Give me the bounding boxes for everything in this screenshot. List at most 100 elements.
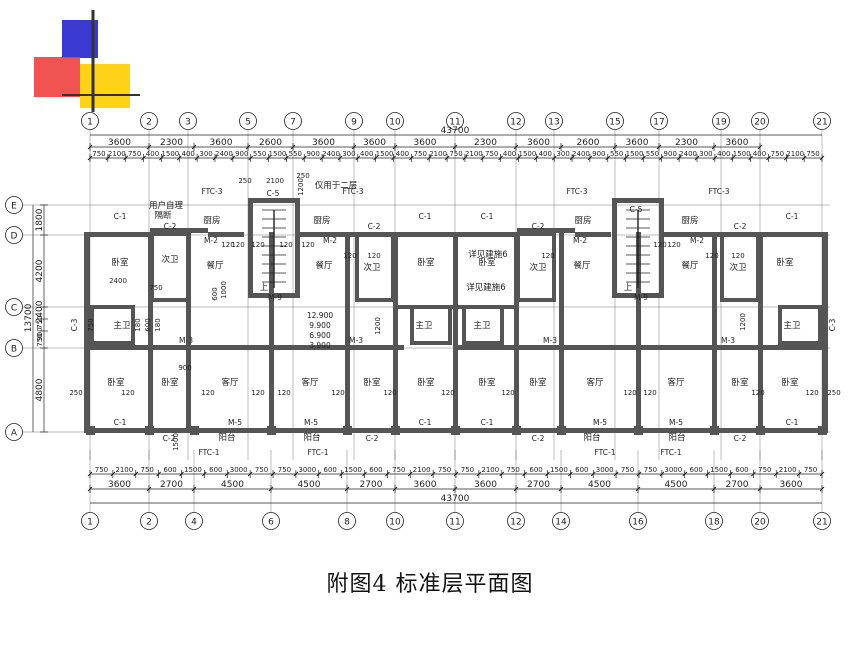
wall-north-7 [455,232,517,237]
misc-dim-2: 2100 [266,177,284,185]
dim-top-row1-value: 3600 [363,138,386,148]
dim-top-row2-value: 2400 [215,150,233,158]
axis-left-B-circle [5,339,23,357]
dim-top-row1-slash [146,144,152,150]
axis-left-E-label: E [11,202,17,212]
stair-right-top [612,198,664,203]
dim-top-row2-value: 300 [342,150,355,158]
dim-bottom-row1-slash [635,486,641,492]
dim-bottom-row2-slash [202,471,207,477]
dim-bottom-row2-value: 600 [735,466,748,474]
dim-bottom-row2-value: 750 [804,466,817,474]
dim-bottom-row1-value: 2700 [360,480,383,490]
dim-bottom-row2-slash [362,471,367,477]
bath-block-4-top [720,232,760,236]
misc-dim-1: 250 [296,172,309,180]
dim-top-row2-value: 550 [646,150,659,158]
dim-bottom-row1-slash [711,486,717,492]
dim-bottom-row2-slash [636,471,642,477]
code-C-3-13: C-3 [828,318,837,331]
misc-dim-15: 120 [805,389,818,397]
code-M-2-18: M-2 [573,236,587,245]
room-label-9: 卧室 [529,377,547,388]
dim-bottom-total: 43700 [441,494,470,504]
dim-bottom-row2-slash [316,471,322,477]
dim-bottom-row2-slash [179,471,184,477]
dim-bottom-row2-slash [499,471,505,477]
dim-top-row2-slash [623,155,628,161]
code-C-2-6: C-2 [532,222,545,231]
bath-main-1-left [410,305,414,345]
stair-right-left [612,198,617,298]
axis-top-9-label: 9 [351,118,357,128]
dim-top-row1-value: 2300 [675,138,698,148]
code-C-2-9: C-2 [366,434,379,443]
misc-dim-9: 120 [383,389,396,397]
dim-bottom-row1-value: 4500 [298,480,321,490]
bath-main-left-right [131,305,135,345]
walls [84,198,828,435]
axis-top-19-label: 19 [715,118,727,128]
misc-dim-20: 600 [211,287,219,300]
room-label-11: 卧室 [781,377,799,388]
room-label-25: 次卫 [363,262,381,273]
axis-top-10-label: 10 [389,118,401,128]
misc-dim-8: 120 [331,389,344,397]
misc-dim-10: 120 [441,389,454,397]
room-label-5: 卧室 [161,377,179,388]
axis-top-5-label: 5 [245,118,251,128]
dim-top-row1-slash [290,144,296,150]
dim-top-row1-slash [513,144,519,150]
code-C-1-3: C-1 [786,212,799,221]
misc-dim-33: 120 [343,252,356,260]
dim-top-row2-slash [266,155,271,161]
room-label-27: 次卫 [729,262,747,273]
axis-bottom-14-label: 14 [555,518,567,528]
dim-left-total: 13700 [24,303,34,332]
dim-top-row1-slash [656,144,662,150]
dim-bottom-row2-slash [522,471,527,477]
dim-top-row2-value: 300 [199,150,212,158]
dim-bottom-row2-slash [270,471,276,477]
dim-bottom-row2-value: 750 [438,466,451,474]
axis-bottom-18-circle [705,512,723,530]
dim-bottom-row1-slash [558,486,564,492]
axis-bottom-8-circle [338,512,356,530]
room-label-37: 隔断 [154,210,172,221]
dim-top-row2-slash [391,155,396,161]
axis-top-7-circle [284,112,302,130]
bath-main-2-left [462,305,466,345]
room-label-26: 次卫 [529,262,547,273]
dim-bottom-row1-value: 4500 [588,480,611,490]
room-label-23: 厨房 [681,215,698,226]
dim-bottom-row2-slash [156,471,161,477]
bath-block-3-bottom [516,298,556,302]
dim-top-row2-value: 1500 [519,150,537,158]
dim-bottom-row2-slash [819,471,825,477]
dim-bottom-row2-value: 3000 [298,466,316,474]
code-M-2-16: M-2 [204,236,218,245]
dim-top-row2-value: 750 [128,150,141,158]
dim-top-row1-value: 2300 [474,138,497,148]
axis-top-2-circle [140,112,158,130]
room-label-16: 餐厅 [206,261,224,271]
decorative-logo-graphic [34,10,140,112]
bath-main-1-top [410,305,452,309]
dim-top-row2-slash [730,155,736,161]
axis-top-20-circle [751,112,769,130]
dim-bottom-row1-value: 4500 [221,480,244,490]
dim-top-row2-slash [569,155,575,161]
room-label-10: 卧室 [731,377,749,388]
dim-top-row2-value: 400 [182,150,195,158]
bath-main-left-left [90,305,94,345]
dim-top-row2-slash [480,155,486,161]
room-label-20: 厨房 [203,215,220,226]
dim-top-row2-slash [123,155,129,161]
column-8 [557,426,566,435]
axis-bottom-1-label: 1 [87,518,93,528]
dim-bottom-row1-value: 3600 [474,480,497,490]
axis-left-D-label: D [11,232,18,242]
axis-top-20-label: 20 [754,118,766,128]
